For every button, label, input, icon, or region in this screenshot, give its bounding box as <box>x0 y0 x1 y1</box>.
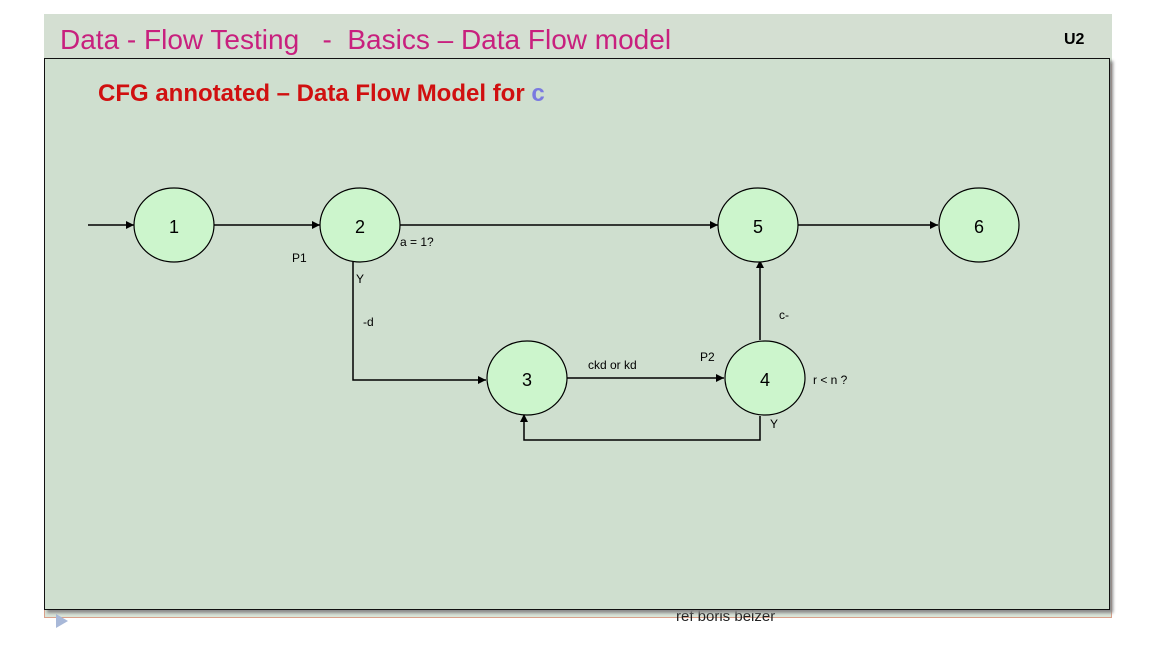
panel-title: CFG annotated – Data Flow Model for c <box>98 80 545 108</box>
edge-label-minus-d: -d <box>363 315 374 329</box>
edge-label-p1: P1 <box>292 251 307 265</box>
node-1-circle <box>133 187 215 263</box>
node-2: 2 <box>319 187 401 263</box>
slide-tag: U2 <box>1064 31 1085 48</box>
node-5-circle <box>717 187 799 263</box>
node-6-label: 6 <box>974 217 984 237</box>
node-4: 4 <box>724 340 806 416</box>
footer-reference: ref boris beizer <box>676 608 776 625</box>
node-6: 6 <box>938 187 1020 263</box>
edge-label-a-eq-1: a = 1? <box>400 235 434 249</box>
footer-arrow-icon <box>56 614 68 628</box>
slide-title: Data - Flow Testing - Basics – Data Flow… <box>60 24 672 55</box>
edge-2-3 <box>352 262 486 384</box>
panel-title-variable: c <box>531 80 545 107</box>
edge-label-p2: P2 <box>700 350 715 364</box>
content-panel <box>44 58 1110 610</box>
node-5: 5 <box>717 187 799 263</box>
panel-title-text: CFG annotated – Data Flow Model for <box>98 80 532 107</box>
title-bar <box>44 14 1112 64</box>
node-2-label: 2 <box>355 217 365 237</box>
edge-label-y-node2: Y <box>356 272 364 286</box>
node-6-circle <box>938 187 1020 263</box>
node-1-label: 1 <box>169 217 179 237</box>
node-3-label: 3 <box>522 370 532 390</box>
node-5-label: 5 <box>753 217 763 237</box>
node-1: 1 <box>133 187 215 263</box>
node-3-circle <box>486 340 568 416</box>
edge-label-c-minus: c- <box>779 308 789 322</box>
edge-label-r-lt-n: r < n ? <box>813 373 848 387</box>
node-4-label: 4 <box>760 370 770 390</box>
node-3: 3 <box>486 340 568 416</box>
edge-label-y-node4: Y <box>770 417 778 431</box>
edge-label-ckd-or-kd: ckd or kd <box>588 358 637 372</box>
edge-4-3 <box>520 414 761 441</box>
node-2-circle <box>319 187 401 263</box>
node-4-circle <box>724 340 806 416</box>
